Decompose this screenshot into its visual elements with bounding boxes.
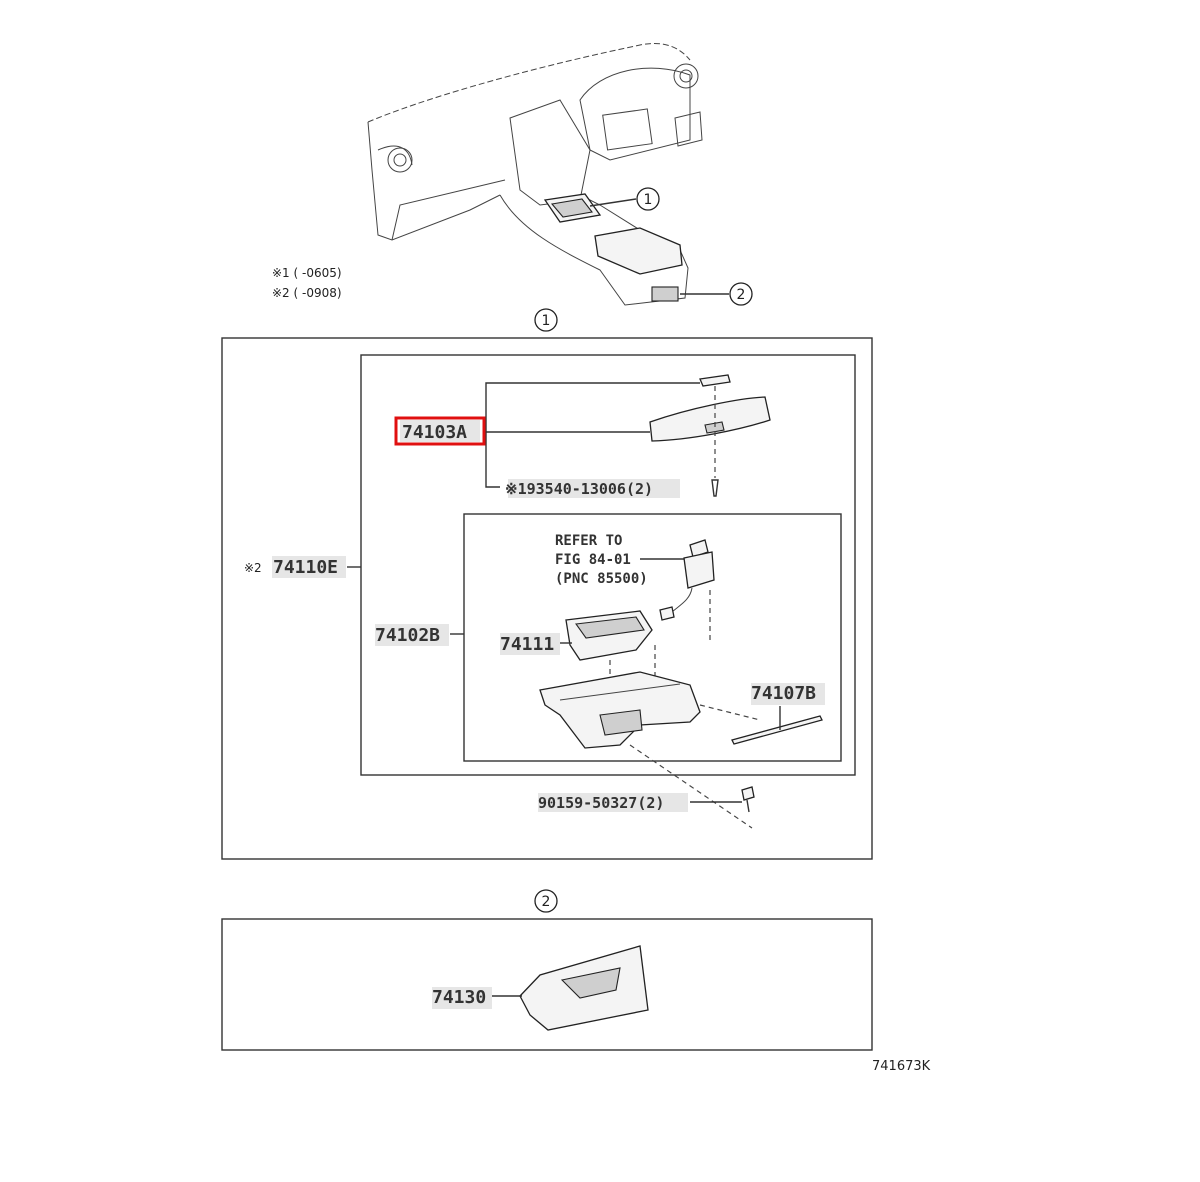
selected-part-highlight	[394, 416, 486, 446]
dashboard-overview-drawing: 1 2	[367, 43, 753, 306]
part-label-74110E[interactable]: 74110E	[273, 557, 338, 578]
note-2: ※2 ( -0908)	[272, 286, 342, 300]
callout-circle-2	[729, 282, 753, 306]
part-label-74111[interactable]: 74111	[500, 634, 554, 655]
note-1: ※1 ( -0605)	[272, 266, 342, 280]
callout-circle-1	[636, 187, 660, 211]
section-2-frame	[221, 918, 873, 1051]
callout-1-text: 1	[644, 192, 653, 208]
strip-74107B-drawing	[731, 715, 823, 745]
part-74110E-note-prefix: ※2	[244, 561, 262, 575]
part-label-74103A[interactable]: 74103A	[402, 422, 467, 443]
refer-to-line-2[interactable]: FIG 84-01	[555, 552, 631, 568]
part-label-74107B[interactable]: 74107B	[751, 683, 816, 704]
refer-to-line-1: REFER TO	[555, 533, 622, 549]
section-2-number: 2	[542, 894, 551, 910]
bolt-90159-drawing	[741, 786, 755, 813]
socket-assembly-drawing	[659, 539, 715, 640]
part-label-93540-13006[interactable]: ※193540-13006(2)	[505, 480, 653, 498]
section-1-circle	[534, 308, 558, 332]
pocket-74130-drawing	[519, 945, 649, 1031]
part-label-90159-50327[interactable]: 90159-50327(2)	[538, 794, 664, 812]
tray-74111-drawing	[565, 610, 656, 690]
section-2-circle	[534, 889, 558, 913]
base-bracket-drawing	[539, 671, 761, 829]
refer-to-line-3: (PNC 85500)	[555, 571, 648, 587]
section-1-frame	[221, 337, 873, 860]
figure-code: 741673K	[872, 1059, 931, 1074]
part-label-74130[interactable]: 74130	[432, 987, 486, 1008]
assembly-74110E-frame	[360, 354, 856, 776]
section-1-number: 1	[542, 313, 551, 329]
callout-2-text: 2	[737, 287, 746, 303]
lid-assembly-drawing	[649, 374, 771, 497]
part-label-74102B[interactable]: 74102B	[375, 625, 440, 646]
